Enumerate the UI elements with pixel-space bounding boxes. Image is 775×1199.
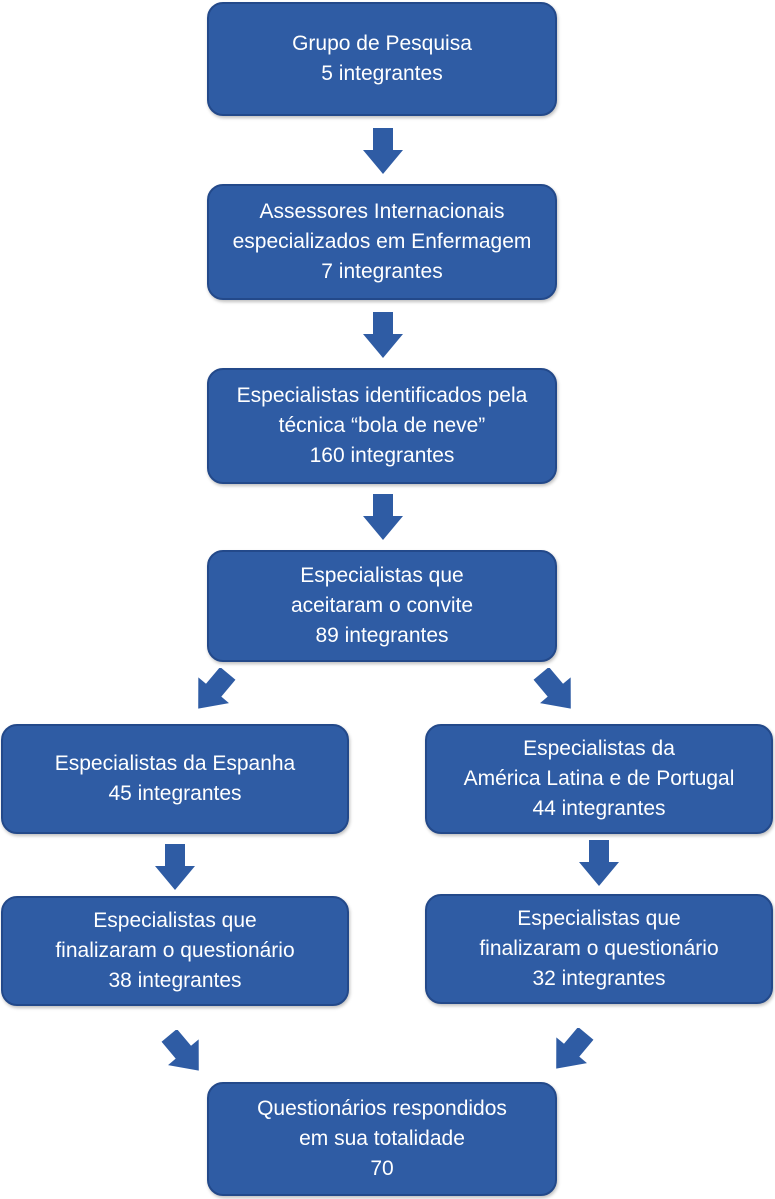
box-assessores-line1: Assessores Internacionais [259,200,505,223]
box-america-line2: América Latina e de Portugal [463,767,735,790]
box-grupo-line1: Grupo de Pesquisa [292,32,472,55]
box-final-america-line1: Especialistas que [517,907,681,930]
box-assessores-line2: especializados em Enfermagem [232,230,532,253]
box-final-espanha-line2: finalizaram o questionário [55,939,295,962]
box-final-america-line2: finalizaram o questionário [479,937,719,960]
box-aceitaram-line2: aceitaram o convite [290,594,474,617]
box-bola-line2: técnica “bola de neve” [278,414,486,437]
arrow-diagonal-left-icon [190,668,236,714]
arrow-down-icon [363,494,403,540]
box-grupo-line2: 5 integrantes [321,62,443,85]
box-espanha-line1: Especialistas da Espanha [54,752,296,775]
box-questionarios-totalidade: Questionários respondidos em sua totalid… [207,1082,557,1196]
arrow-diagonal-right-icon [533,668,579,714]
box-finalizaram-espanha: Especialistas que finalizaram o question… [1,896,349,1006]
box-bola-line3: 160 integrantes [309,444,455,467]
box-america-line3: 44 integrantes [532,797,666,820]
arrow-down-icon [579,840,619,886]
box-final-espanha-line1: Especialistas que [93,909,257,932]
box-total-line3: 70 [370,1157,394,1180]
box-especialistas-america: Especialistas da América Latina e de Por… [425,724,773,834]
box-assessores: Assessores Internacionais especializados… [207,184,557,300]
box-finalizaram-america: Especialistas que finalizaram o question… [425,894,773,1004]
box-total-line2: em sua totalidade [299,1127,465,1150]
box-final-espanha-line3: 38 integrantes [108,969,242,992]
box-espanha-line2: 45 integrantes [108,782,242,805]
box-bola-de-neve: Especialistas identificados pela técnica… [207,368,557,484]
box-america-line1: Especialistas da [523,737,675,760]
arrow-diagonal-left-icon [548,1028,594,1074]
box-aceitaram-convite: Especialistas que aceitaram o convite 89… [207,550,557,662]
arrow-down-icon [363,312,403,358]
box-especialistas-espanha: Especialistas da Espanha 45 integrantes [1,724,349,834]
arrow-diagonal-right-icon [161,1030,207,1076]
arrow-down-icon [363,128,403,174]
box-final-america-line3: 32 integrantes [532,967,666,990]
box-assessores-line3: 7 integrantes [321,260,443,283]
box-grupo-pesquisa: Grupo de Pesquisa 5 integrantes [207,2,557,116]
box-aceitaram-line3: 89 integrantes [315,624,449,647]
box-total-line1: Questionários respondidos [257,1097,507,1120]
box-bola-line1: Especialistas identificados pela [236,384,528,407]
box-aceitaram-line1: Especialistas que [300,564,464,587]
arrow-down-icon [155,844,195,890]
